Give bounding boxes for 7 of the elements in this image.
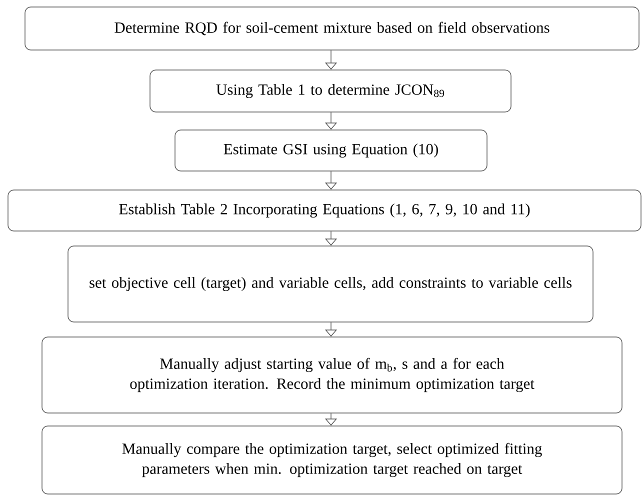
process-box: Determine RQD for soil-cement mixture based on field observations xyxy=(24,6,640,50)
process-box: Manually adjust starting value of m$_{b}$, s and a for each optimization iteration. Record the minimum optimization target xyxy=(42,336,622,414)
process-box: Estimate GSI using Equation (10) xyxy=(174,130,488,172)
process-box: Establish Table 2 Incorporating Equations (1, 6, 7, 9, 10 and 11) xyxy=(8,190,642,232)
process-box: set objective cell (target) and variable cells, add constraints to variable cells xyxy=(68,246,594,322)
process-box: Using Table 1 to determine JCON$_{89}$ xyxy=(150,70,512,112)
process-box: Manually compare the optimization target, select optimized fitting parameters when min. optimization target reached on target xyxy=(42,426,622,494)
